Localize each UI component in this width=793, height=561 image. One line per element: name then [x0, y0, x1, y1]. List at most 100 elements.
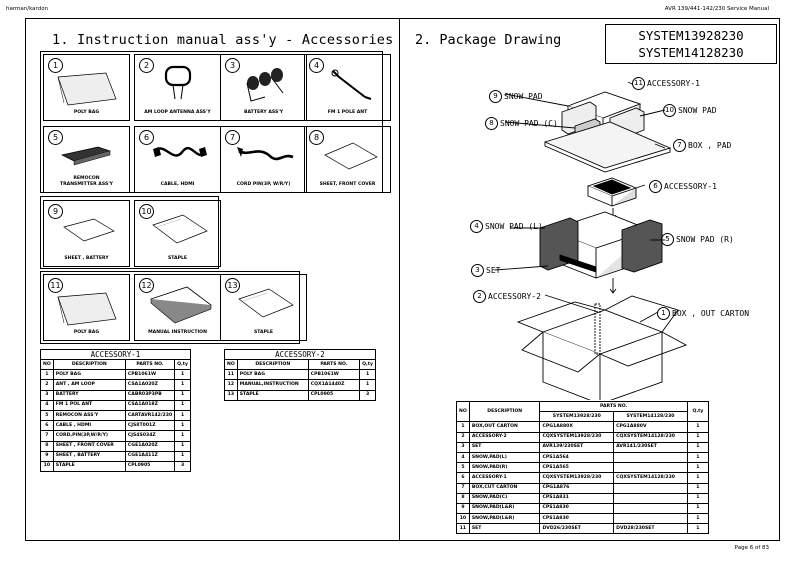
table-cell: FM 1 POL ANT: [52, 399, 126, 411]
table-cell: CQX1A1440Z: [307, 379, 361, 391]
table-cell: CPB1061W: [124, 369, 176, 381]
table-cell: 3: [40, 389, 54, 401]
callout-label: ACCESSORY-2: [488, 292, 541, 301]
item-label: STAPLE: [253, 329, 274, 335]
table-cell: CQXSYSTEM14128/230: [613, 472, 688, 484]
accessory2-table: ACCESSORY-2 NO DESCRIPTION PARTS NO. Q,t…: [224, 349, 376, 401]
table-cell: ANT , AM LOOP: [52, 379, 126, 391]
callout-label: BOX , PAD: [688, 141, 732, 150]
table-cell: 3: [456, 441, 470, 453]
table-cell: CGE1A411Z: [124, 450, 176, 462]
table-cell: 1: [174, 430, 191, 442]
table-cell: 2: [456, 431, 470, 443]
callout-label: SNOW PAD (R): [676, 235, 734, 244]
table-cell: 1: [686, 502, 710, 515]
item-number: 3: [225, 58, 240, 73]
table-cell: CPS1A565: [539, 462, 615, 474]
table-cell: CABR03P3PB: [124, 389, 176, 401]
table-cell: 4: [456, 451, 470, 464]
table-cell: SNOW,PAD(L&R): [468, 513, 541, 525]
item-label: MANUAL INSTRUCTION: [148, 329, 207, 335]
table-cell: 7: [456, 482, 470, 494]
table-cell: CJS4S034Z: [124, 430, 176, 442]
table-cell: 5: [40, 409, 54, 422]
table-cell: CPB1061W: [307, 369, 361, 381]
table-cell: SNOW,PAD(C): [468, 492, 541, 504]
table-cell: 1: [456, 421, 470, 433]
table-cell: CPS1A830: [539, 502, 615, 515]
table-cell: CQXSYSTEM14128/230: [613, 431, 688, 443]
table-cell: CPG1A880V: [613, 421, 688, 433]
table-cell: CQXSYSTEM13928/230: [539, 472, 615, 484]
fm-antenna-icon: [331, 69, 372, 100]
table-cell: SET: [468, 441, 541, 453]
col-system2: SYSTEM14128/230: [613, 411, 688, 423]
item-number: 12: [139, 278, 154, 293]
poly-bag-icon: [57, 72, 117, 106]
table-cell: CJS8T001Z: [124, 420, 176, 432]
table-cell: 2: [40, 379, 54, 391]
item-number: 9: [48, 204, 63, 219]
table-cell: CPS1A830: [539, 513, 615, 525]
table-cell: 7: [40, 430, 54, 442]
table-cell: DVD28/230SET: [613, 523, 688, 535]
table-cell: CPS1A564: [539, 451, 615, 464]
header-doc-title: AVR 139/441-142/230 Service Manual: [664, 6, 769, 12]
table-cell: 1: [686, 523, 710, 535]
table-cell: 1: [174, 399, 191, 411]
table-cell: 11: [456, 523, 470, 535]
table-cell: [613, 513, 688, 525]
table-cell: 1: [174, 440, 191, 452]
table-cell: 5: [456, 462, 470, 474]
table-cell: 1: [686, 441, 710, 453]
item-number: 2: [139, 58, 154, 73]
table-cell: 1: [686, 492, 710, 504]
table-cell: CSA1A018Z: [124, 399, 176, 411]
item-label: POLY BAG: [73, 329, 100, 335]
callout-number: 9: [489, 90, 502, 103]
table-cell: CGE1A020Z: [124, 440, 176, 452]
table-cell: SET: [468, 523, 541, 535]
callout-number: 7: [673, 139, 686, 152]
item-number: 6: [139, 130, 154, 145]
col-description: DESCRIPTION: [468, 400, 541, 423]
table-cell: 1: [174, 409, 191, 422]
front-cover-sheet-icon: [324, 142, 378, 170]
accessory1-group-b: [40, 196, 219, 269]
table-cell: MANUAL,INSTRUCTION: [236, 379, 309, 391]
callout-number: 11: [632, 77, 645, 90]
table-cell: 1: [40, 369, 54, 381]
table-cell: 1: [359, 379, 376, 391]
frame-divider: [399, 18, 400, 541]
table-cell: 6: [40, 420, 54, 432]
item-number: 1: [48, 58, 63, 73]
table-cell: 1: [686, 513, 710, 525]
col-no: NO: [456, 400, 470, 423]
item-number: 8: [309, 130, 324, 145]
callout-label: ACCESSORY-1: [647, 79, 700, 88]
